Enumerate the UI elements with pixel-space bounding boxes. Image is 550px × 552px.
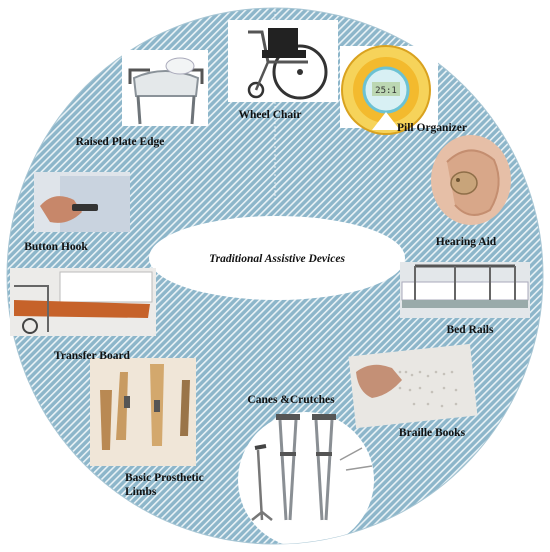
pill-organizer-icon: 25:1 [340, 45, 438, 135]
prosthetic-limbs-label-line2: Limbs [125, 486, 157, 498]
hearing-aid-icon [431, 135, 511, 225]
prosthetic-limb-icon [90, 358, 196, 466]
raised-seat-icon [122, 50, 208, 126]
crutches-icon [238, 412, 374, 544]
center-ellipse [149, 216, 405, 300]
button-hook-label: Button Hook [24, 241, 88, 253]
braille-books-label: Braille Books [399, 427, 466, 439]
center-label: Traditional Assistive Devices [209, 253, 345, 265]
wheelchair-label: Wheel Chair [239, 109, 302, 121]
raised-plate-edge-label: Raised Plate Edge [76, 136, 165, 148]
wheelchair-icon [228, 20, 338, 102]
braille-book-icon [348, 343, 478, 429]
button-hook-icon [34, 172, 130, 232]
bed-rails-label: Bed Rails [447, 324, 494, 336]
canes-crutches-label: Canes &Crutches [247, 394, 335, 406]
bed-rails-icon [400, 262, 530, 318]
transfer-board-icon [10, 268, 156, 336]
transfer-board-label: Transfer Board [54, 350, 131, 362]
svg-text:25:1: 25:1 [375, 86, 397, 96]
prosthetic-limbs-label: Basic Prosthetic [125, 472, 204, 484]
pill-organizer-label: Pill Organizer [397, 122, 467, 134]
hearing-aid-label: Hearing Aid [436, 236, 497, 248]
